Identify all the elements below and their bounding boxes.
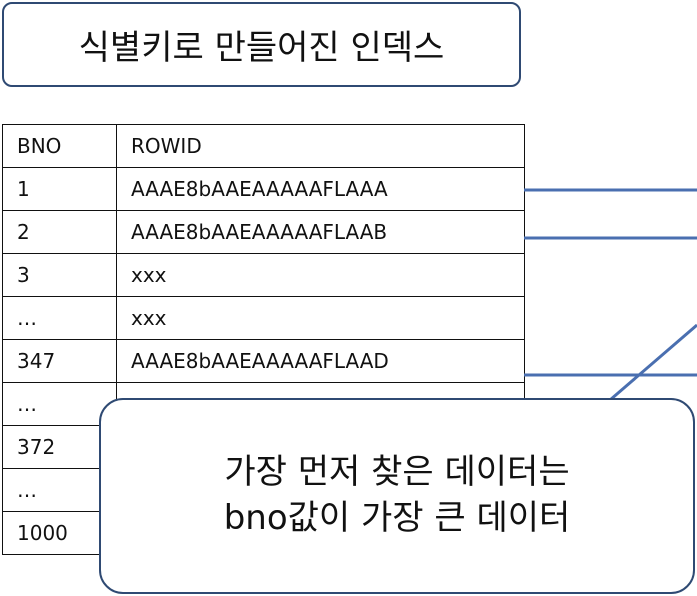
- index-title: 식별키로 만들어진 인덱스: [78, 28, 445, 68]
- header-rowid: ROWID: [116, 124, 525, 168]
- header-bno: BNO: [2, 124, 117, 168]
- rowid-cell: AAAE8bAAEAAAAAFLAAB: [116, 210, 525, 254]
- bno-cell: …: [2, 296, 117, 340]
- rowid-cell: xxx: [116, 253, 525, 297]
- table-row: 1 AAAE8bAAEAAAAAFLAAA: [2, 167, 525, 211]
- table-row: 3 xxx: [2, 253, 525, 297]
- bno-cell: …: [2, 468, 117, 512]
- callout-box: 가장 먼저 찾은 데이터는 bno값이 가장 큰 데이터: [99, 398, 695, 594]
- bno-cell: 1000: [2, 511, 117, 555]
- bno-cell: 2: [2, 210, 117, 254]
- bno-cell: 347: [2, 339, 117, 383]
- bno-cell: 372: [2, 425, 117, 469]
- table-row: … xxx: [2, 296, 525, 340]
- table-header-row: BNO ROWID: [2, 124, 525, 168]
- bno-cell: 3: [2, 253, 117, 297]
- callout-line-1: 가장 먼저 찾은 데이터는: [224, 452, 570, 493]
- connector-line-diagonal: [609, 323, 697, 402]
- rowid-cell: xxx: [116, 296, 525, 340]
- index-title-box: 식별키로 만들어진 인덱스: [2, 2, 521, 87]
- callout-line-2: bno값이 가장 큰 데이터: [223, 498, 571, 538]
- bno-cell: 1: [2, 167, 117, 211]
- table-row: 347 AAAE8bAAEAAAAAFLAAD: [2, 339, 525, 383]
- rowid-cell: AAAE8bAAEAAAAAFLAAA: [116, 167, 525, 211]
- rowid-cell: AAAE8bAAEAAAAAFLAAD: [116, 339, 525, 383]
- table-row: 2 AAAE8bAAEAAAAAFLAAB: [2, 210, 525, 254]
